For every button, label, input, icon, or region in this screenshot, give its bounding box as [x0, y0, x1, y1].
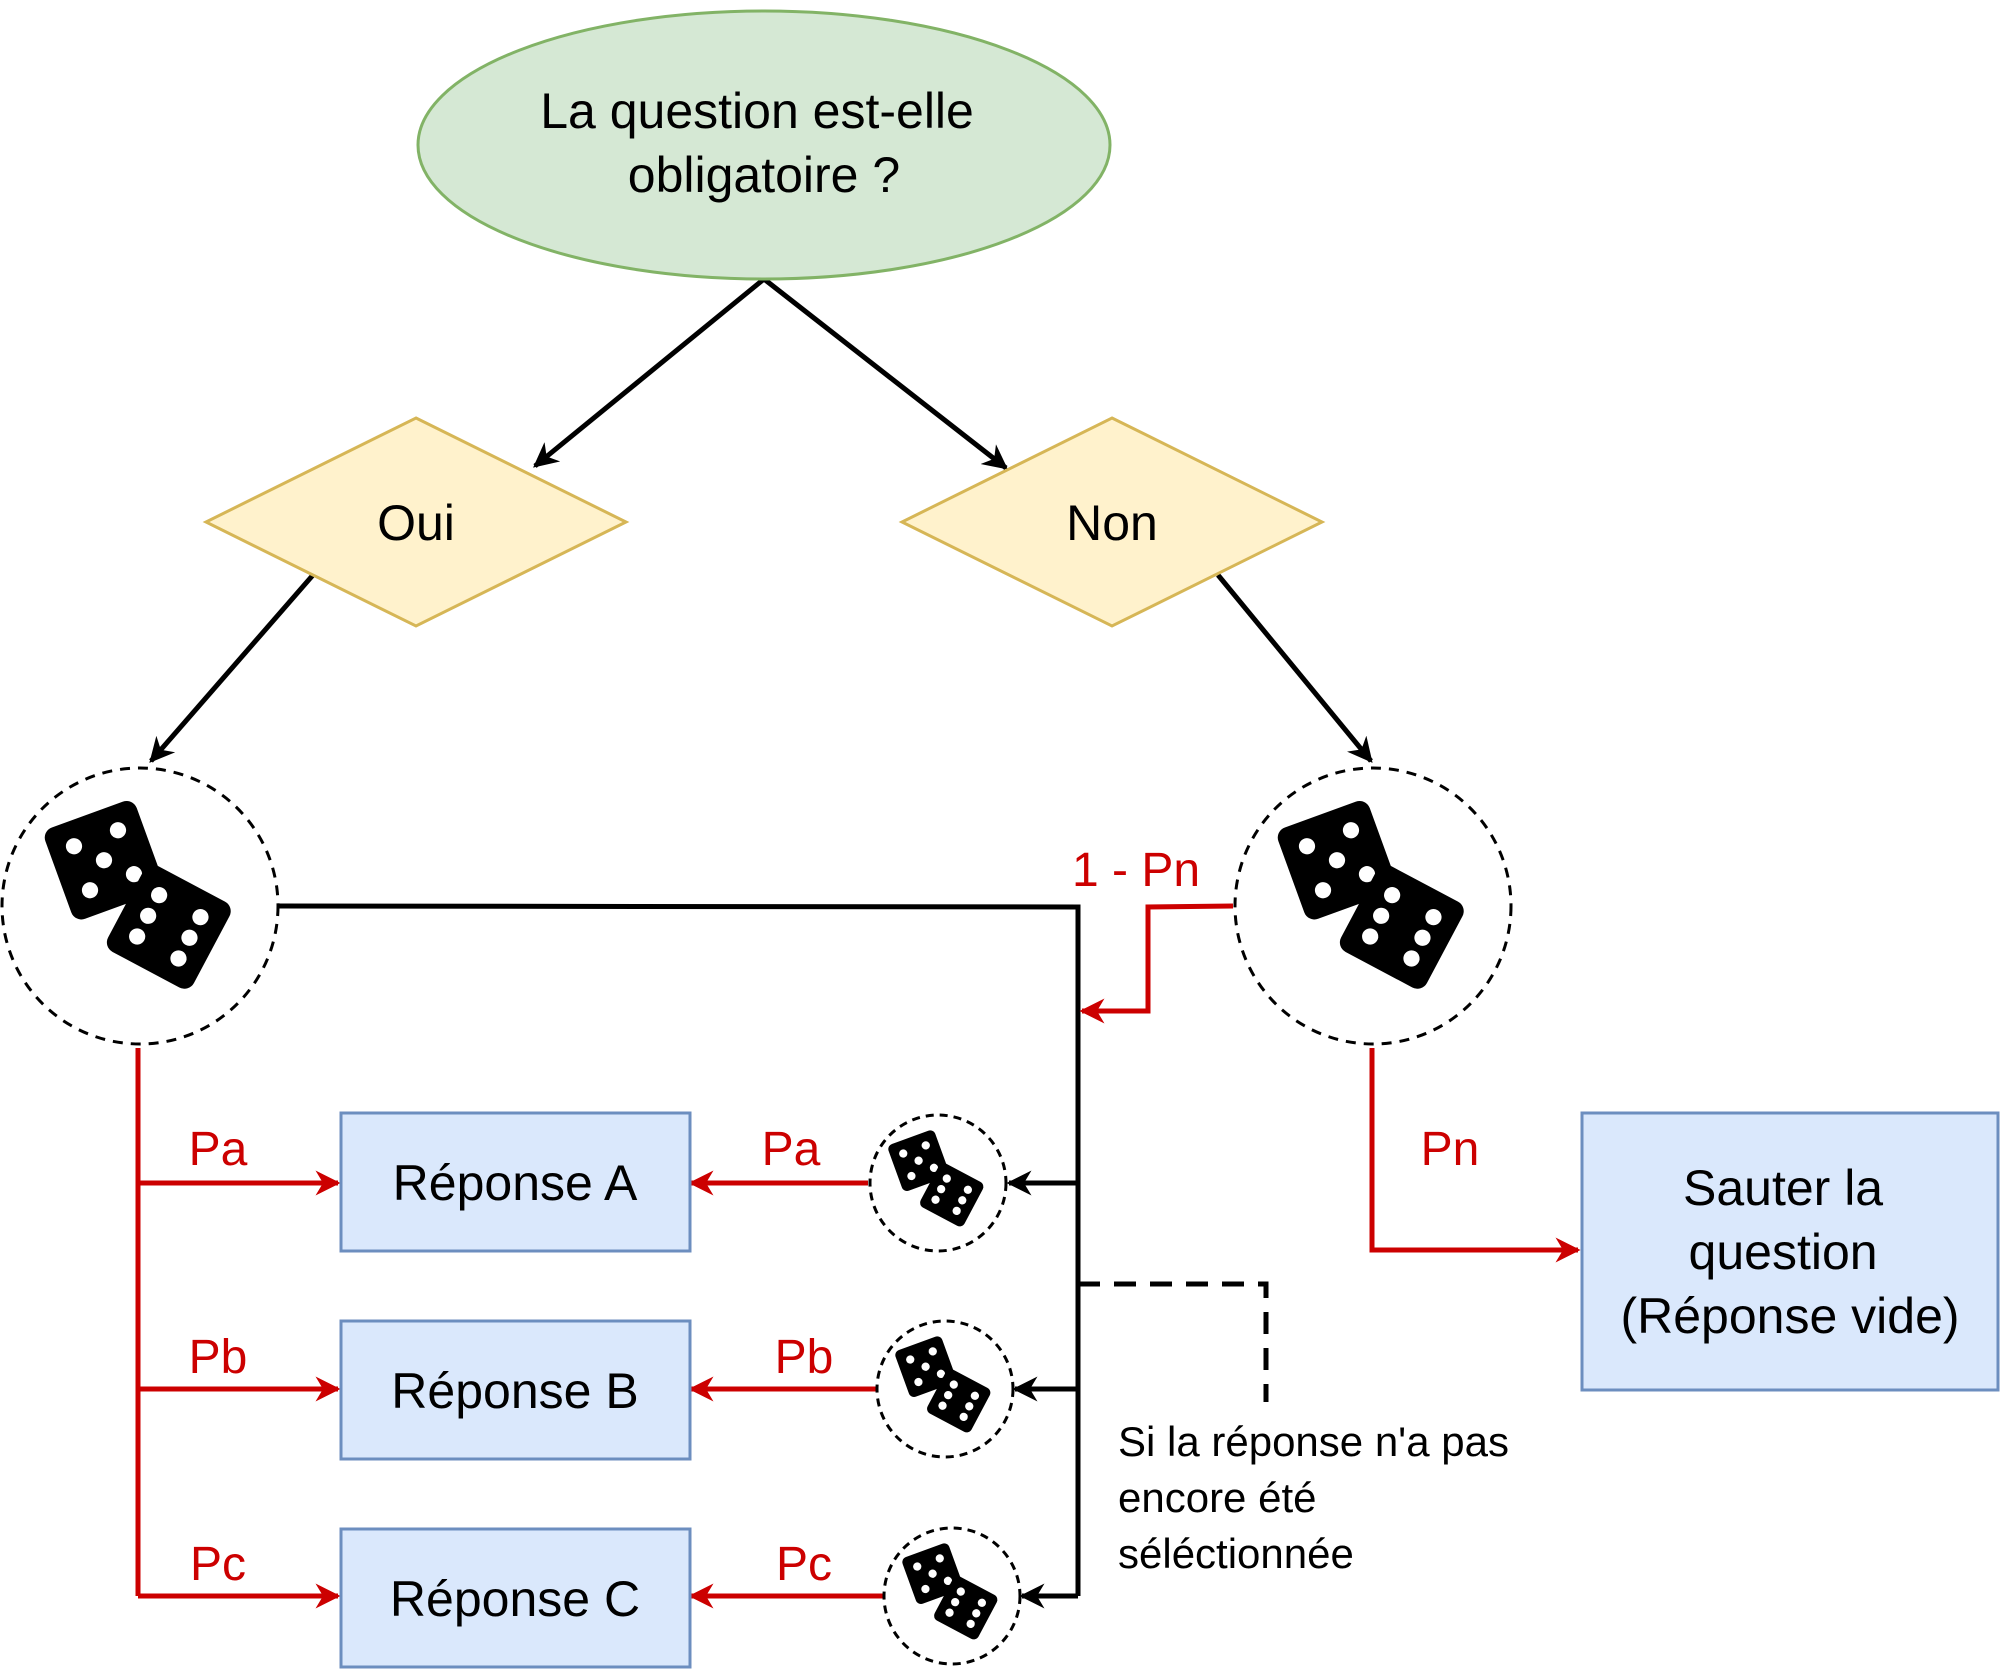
- flow-edges: [149, 277, 1373, 1609]
- selection-note: Si la réponse n'a pas encore été sélécti…: [1118, 1418, 1521, 1577]
- svg-text:Sauter la question: Sauter la question (Réponse vide): [1620, 1160, 1959, 1344]
- edge-right-dice-to-skip: [1369, 1048, 1581, 1263]
- note-connector: [1078, 1281, 1269, 1402]
- probability-edges: [135, 903, 1581, 1609]
- decision-oui-label: Oui: [377, 495, 455, 551]
- answer-c-label: Réponse C: [390, 1571, 640, 1627]
- label-pb-right: Pb: [775, 1331, 834, 1384]
- question-line-2: obligatoire ?: [628, 147, 900, 203]
- decision-non: Non: [898, 416, 1326, 628]
- edge-question-to-oui: [533, 277, 766, 468]
- answer-c: Réponse C: [339, 1527, 692, 1669]
- label-pn: Pn: [1421, 1123, 1480, 1176]
- edge-left-dice-to-trunk: [278, 903, 1081, 1596]
- dice-node-b: [875, 1319, 1015, 1459]
- dice-node-c: [882, 1526, 1022, 1666]
- label-one-minus-pn: 1 - Pn: [1072, 844, 1200, 897]
- decision-oui: Oui: [202, 416, 630, 628]
- skip-question-node: Sauter la question (Réponse vide): [1580, 1111, 2000, 1392]
- edge-right-dice-to-trunk: [1079, 903, 1234, 1024]
- label-pc-left: Pc: [190, 1538, 246, 1591]
- label-pa-left: Pa: [189, 1123, 248, 1176]
- skip-line-2: question: [1689, 1224, 1878, 1280]
- dice-node-non: [1233, 766, 1513, 1046]
- label-pa-right: Pa: [762, 1123, 821, 1176]
- dice-node-oui: [0, 766, 280, 1046]
- edge-non-to-dice: [1216, 573, 1373, 763]
- decision-non-label: Non: [1066, 495, 1158, 551]
- note-line-2: encore été: [1118, 1474, 1316, 1521]
- skip-line-1: Sauter la: [1683, 1160, 1883, 1216]
- edge-question-to-non: [762, 277, 1008, 470]
- question-node: La question est-elle obligatoire ?: [416, 9, 1112, 281]
- label-pb-left: Pb: [189, 1331, 248, 1384]
- svg-text:La question est-elle obl: La question est-elle obligatoire ?: [540, 83, 988, 203]
- edge-labels: Pa Pb Pc Pa Pb Pc 1 - Pn Pn: [189, 844, 1480, 1591]
- label-pc-right: Pc: [776, 1538, 832, 1591]
- skip-line-3: (Réponse vide): [1620, 1288, 1959, 1344]
- edge-oui-to-dice: [149, 573, 315, 763]
- answer-b: Réponse B: [339, 1319, 692, 1461]
- answer-a-label: Réponse A: [393, 1155, 638, 1211]
- dice-node-a: [868, 1113, 1008, 1253]
- question-line-1: La question est-elle: [540, 83, 974, 139]
- note-line-1: Si la réponse n'a pas: [1118, 1418, 1509, 1465]
- note-line-3: séléctionnée: [1118, 1530, 1354, 1577]
- answer-a: Réponse A: [339, 1111, 692, 1253]
- answer-b-label: Réponse B: [391, 1363, 638, 1419]
